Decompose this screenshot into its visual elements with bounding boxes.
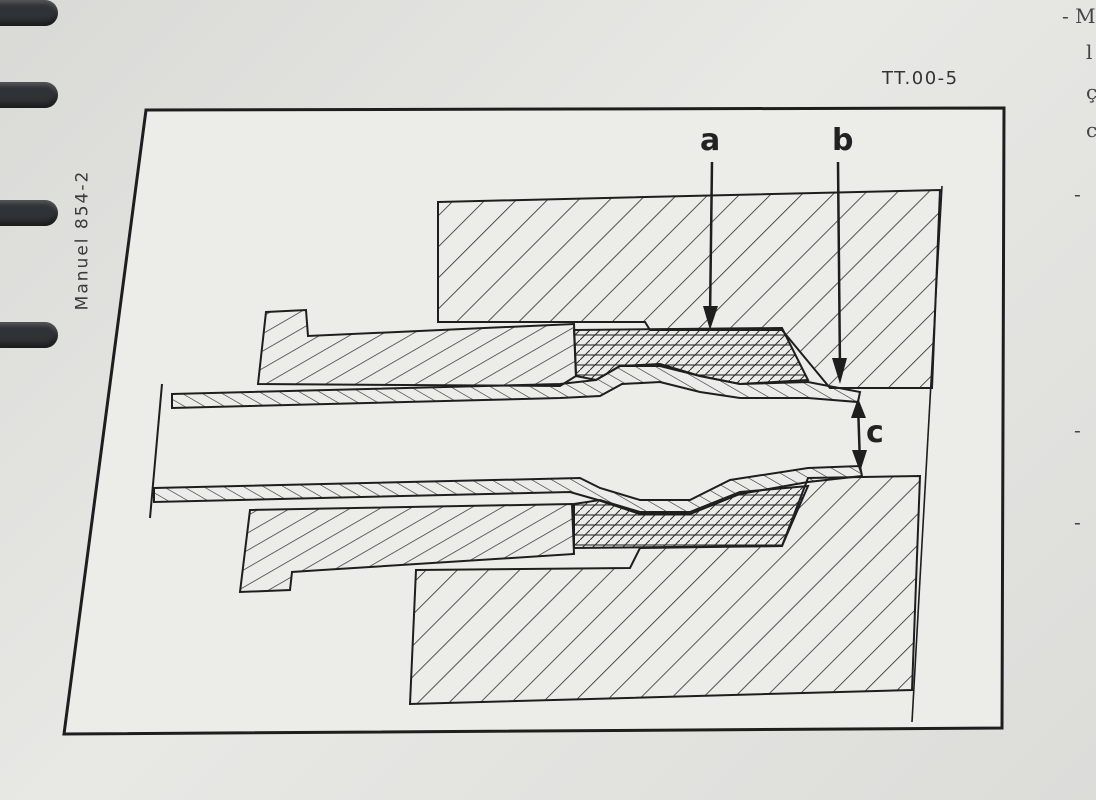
margin-fragment: - bbox=[1074, 418, 1081, 442]
nut-lower bbox=[238, 502, 576, 594]
label-b: b bbox=[832, 123, 853, 158]
body-edge-line bbox=[911, 185, 943, 723]
margin-fragment: - M bbox=[1062, 4, 1096, 28]
margin-fragment: - bbox=[1074, 182, 1081, 206]
margin-fragment: l bbox=[1086, 40, 1093, 64]
margin-fragment: c bbox=[1086, 118, 1096, 142]
tube-section-edge bbox=[149, 383, 163, 519]
margin-fragment: - bbox=[1074, 510, 1081, 534]
binder-ring bbox=[0, 200, 58, 226]
margin-fragment: ç bbox=[1086, 80, 1096, 104]
label-c: c bbox=[866, 415, 884, 450]
binder-ring bbox=[0, 322, 58, 348]
pointer-a-line bbox=[708, 161, 714, 319]
label-a: a bbox=[700, 123, 720, 158]
dimension-c-arrow-bottom bbox=[852, 450, 867, 472]
pointer-b-line bbox=[836, 161, 842, 371]
tube-wall-lower bbox=[153, 464, 864, 515]
binder-ring bbox=[0, 82, 58, 108]
pointer-a-arrow bbox=[703, 306, 718, 330]
figure-reference: TT.00-5 bbox=[882, 68, 959, 89]
dimension-c-arrow-top bbox=[851, 398, 866, 418]
binder-ring bbox=[0, 0, 58, 26]
pointer-b-arrow bbox=[832, 358, 847, 384]
